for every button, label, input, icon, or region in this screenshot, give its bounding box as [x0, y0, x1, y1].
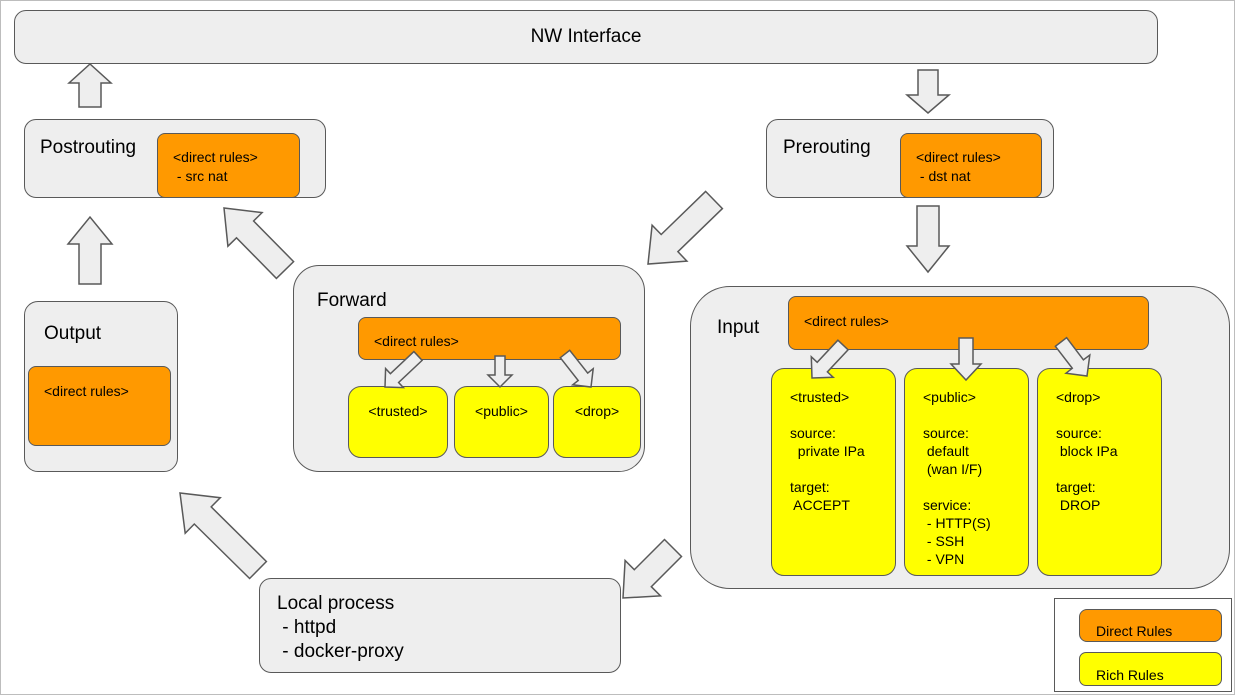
input-title: Input	[717, 317, 760, 338]
forward-zone-drop-label: <drop>	[574, 403, 620, 419]
input-box: Input <direct rules> <trusted> source: p…	[690, 286, 1230, 589]
prerouting-box: Prerouting <direct rules> - dst nat	[766, 119, 1054, 198]
output-direct-rules: <direct rules>	[28, 366, 171, 446]
input-zone-drop: <drop> source: block IPa target: DROP	[1037, 368, 1162, 576]
input-zone-public-text: <public> source: default (wan I/F) servi…	[923, 389, 991, 567]
forward-zone-trusted-label: <trusted>	[368, 403, 428, 419]
legend-rich-rules-label: Rich Rules	[1096, 667, 1164, 683]
arrow-postrouting-to-nw	[67, 62, 113, 108]
arrow-forward-rules-to-drop	[559, 349, 595, 388]
prerouting-title: Prerouting	[783, 137, 871, 158]
arrow-prerouting-to-input	[905, 205, 951, 274]
forward-zone-drop: <drop>	[553, 386, 641, 458]
arrow-forward-rules-to-trusted	[384, 350, 424, 389]
input-zone-trusted: <trusted> source: private IPa target: AC…	[771, 368, 896, 576]
arrow-input-to-local-process	[622, 538, 683, 599]
arrow-forward-rules-to-public	[486, 355, 514, 389]
forward-zone-public-label: <public>	[475, 403, 528, 419]
local-process-box: Local process - httpd - docker-proxy	[259, 578, 621, 673]
input-zone-public: <public> source: default (wan I/F) servi…	[904, 368, 1029, 576]
prerouting-direct-rules: <direct rules> - dst nat	[900, 133, 1042, 198]
postrouting-box: Postrouting <direct rules> - src nat	[24, 119, 326, 198]
arrow-input-rules-to-drop	[1054, 336, 1091, 377]
local-process-title: Local process	[277, 593, 395, 614]
arrow-forward-to-postrouting	[223, 207, 295, 280]
nw-interface-label: NW Interface	[530, 26, 642, 47]
arrow-prerouting-to-forward	[647, 190, 724, 265]
forward-direct-rules: <direct rules>	[358, 317, 621, 360]
local-process-text: Local process - httpd - docker-proxy	[277, 592, 404, 664]
forward-direct-rules-text: <direct rules>	[374, 333, 459, 349]
arrow-local-process-to-output	[179, 492, 268, 580]
forward-box: Forward <direct rules> <trusted> <public…	[293, 265, 645, 472]
input-zone-drop-text: <drop> source: block IPa target: DROP	[1056, 389, 1118, 513]
local-process-item: - docker-proxy	[277, 641, 404, 662]
prerouting-direct-rules-text: <direct rules> - dst nat	[916, 149, 1001, 184]
legend-direct-rules-label: Direct Rules	[1096, 623, 1173, 639]
postrouting-direct-rules: <direct rules> - src nat	[157, 133, 300, 198]
input-zone-trusted-text: <trusted> source: private IPa target: AC…	[790, 389, 865, 513]
legend-rich-rules: Rich Rules	[1079, 652, 1222, 686]
legend: Direct Rules Rich Rules	[1054, 598, 1232, 692]
arrow-input-rules-to-trusted	[810, 339, 850, 379]
arrow-output-to-postrouting	[66, 215, 114, 285]
output-direct-rules-text: <direct rules>	[44, 383, 129, 399]
legend-direct-rules: Direct Rules	[1079, 609, 1222, 642]
arrow-input-rules-to-public	[949, 337, 983, 382]
arrow-nw-to-prerouting	[904, 69, 952, 114]
nw-interface-box: NW Interface	[14, 10, 1158, 64]
output-title: Output	[44, 323, 102, 344]
forward-zone-public: <public>	[454, 386, 549, 458]
output-box: Output <direct rules>	[24, 301, 178, 472]
local-process-item: - httpd	[277, 617, 337, 638]
forward-title: Forward	[317, 290, 387, 311]
input-direct-rules-text: <direct rules>	[804, 313, 889, 329]
postrouting-direct-rules-text: <direct rules> - src nat	[173, 149, 258, 184]
postrouting-title: Postrouting	[40, 137, 137, 158]
